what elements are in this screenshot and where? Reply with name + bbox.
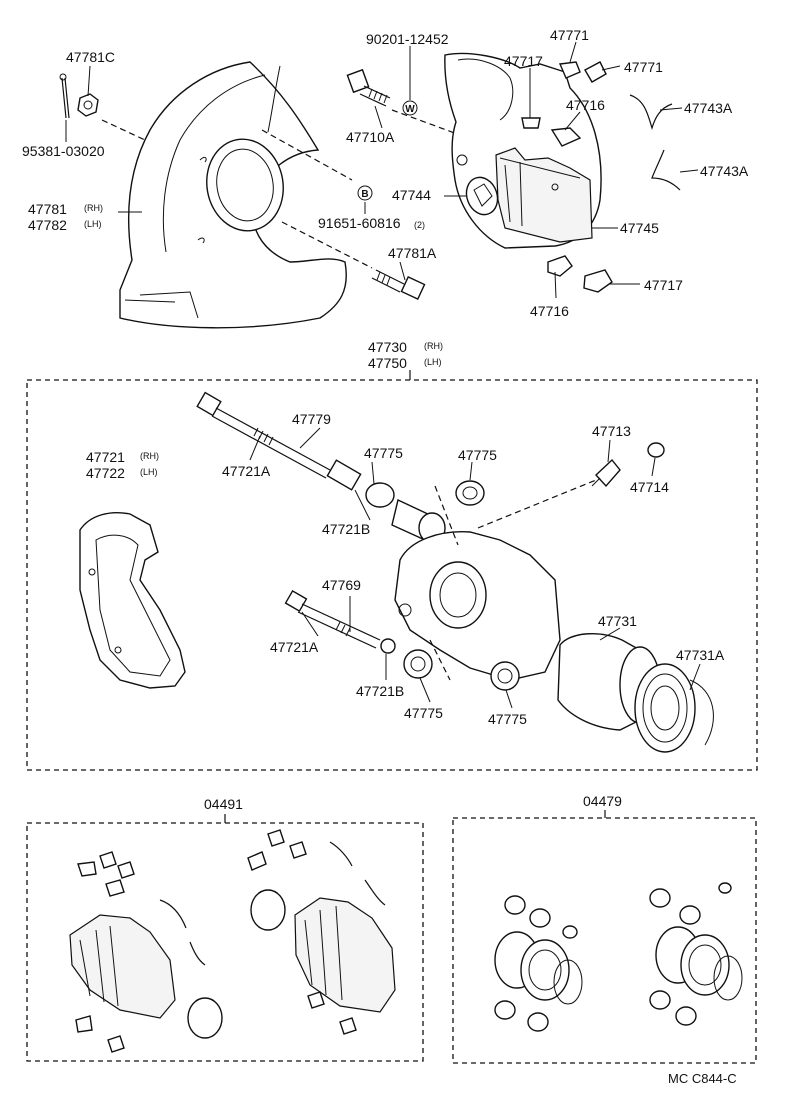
- marker-w-icon: [402, 100, 418, 116]
- label-kit-04479: 04479: [583, 793, 622, 809]
- label-47731a: 47731A: [676, 647, 725, 663]
- bleeder-plug-illustration: [591, 442, 665, 488]
- label-95381-03020: 95381-03020: [22, 143, 105, 159]
- label-91651-60816: 91651-60816: [318, 215, 401, 231]
- caliper-cylinder-illustration: [394, 531, 561, 681]
- label-47730-rh: (RH): [424, 341, 443, 351]
- label-47750: 47750: [368, 355, 407, 371]
- label-47717-top: 47717: [504, 53, 543, 69]
- label-47721: 47721: [86, 449, 125, 465]
- label-47722-lh: (LH): [140, 467, 158, 477]
- dust-cover-illustration: [119, 61, 347, 329]
- label-kit-04491: 04491: [204, 796, 243, 812]
- label-47721a-top: 47721A: [222, 463, 271, 479]
- caliper-assembly-box: [26, 379, 758, 771]
- label-47731: 47731: [598, 613, 637, 629]
- marker-b-icon: [357, 185, 373, 201]
- marker-w-text: W: [405, 104, 415, 115]
- label-47781a: 47781A: [388, 245, 437, 261]
- bushing-47775-top-illustration: [455, 480, 485, 506]
- bolt-47710a-illustration: [346, 68, 391, 107]
- label-47730: 47730: [368, 339, 407, 355]
- label-90201-12452: 90201-12452: [366, 31, 449, 47]
- label-47771-right: 47771: [624, 59, 663, 75]
- label-47713: 47713: [592, 423, 631, 439]
- label-47782-lh: (LH): [84, 219, 102, 229]
- label-47717-bot: 47717: [644, 277, 683, 293]
- bolt-47781a-illustration: [371, 269, 426, 300]
- label-47771-top: 47771: [550, 27, 589, 43]
- label-47781c: 47781C: [66, 49, 115, 65]
- label-47769: 47769: [322, 577, 361, 593]
- label-47722: 47722: [86, 465, 125, 481]
- label-47721b-top: 47721B: [322, 521, 370, 537]
- label-47714: 47714: [630, 479, 669, 495]
- kit-04479-box: [452, 817, 757, 1064]
- nut-47781c-illustration: [77, 93, 99, 117]
- label-47781: 47781: [28, 201, 67, 217]
- label-47721b-bot: 47721B: [356, 683, 404, 699]
- label-47716-top: 47716: [566, 97, 605, 113]
- label-47721-rh: (RH): [140, 451, 159, 461]
- piston-boot-47731a-illustration: [634, 663, 714, 753]
- label-47744: 47744: [392, 187, 431, 203]
- label-47750-lh: (LH): [424, 357, 442, 367]
- label-47775-a: 47775: [364, 445, 403, 461]
- pad-clips-bottom-illustration: [547, 255, 613, 293]
- label-47779: 47779: [292, 411, 331, 427]
- label-47775-d: 47775: [488, 711, 527, 727]
- label-47745: 47745: [620, 220, 659, 236]
- kit-04491-pads-illustration: [69, 829, 396, 1053]
- label-47743a-mid: 47743A: [700, 163, 749, 179]
- slide-pin-long-illustration: [196, 391, 362, 491]
- kit-04479-seals-illustration: [494, 882, 743, 1032]
- label-91651-qty: (2): [414, 220, 425, 230]
- drawing-reference: MC C844-C: [668, 1071, 737, 1086]
- label-47721a-bot: 47721A: [270, 639, 319, 655]
- label-47775-c: 47775: [404, 705, 443, 721]
- label-47710a: 47710A: [346, 129, 395, 145]
- brake-pad-illustration: [495, 147, 593, 243]
- slide-pin-boot-illustration: [365, 482, 446, 544]
- bushing-47775-bottom-illustration: [403, 649, 520, 691]
- label-47743a-top: 47743A: [684, 100, 733, 116]
- marker-b-text: B: [361, 189, 368, 200]
- pad-clips-top-illustration: [521, 61, 681, 191]
- slide-pin-short-illustration: [284, 589, 396, 654]
- caliper-bracket-illustration: [79, 512, 186, 689]
- label-47781-rh: (RH): [84, 203, 103, 213]
- leader-lines: [65, 41, 701, 709]
- cotter-pin-illustration: [59, 73, 70, 119]
- label-47716-bot: 47716: [530, 303, 569, 319]
- label-47775-b: 47775: [458, 447, 497, 463]
- anti-squeal-shim-illustration: [465, 176, 499, 216]
- part-labels: 47781C 95381-03020 47781 (RH) 47782 (LH)…: [22, 27, 749, 1086]
- label-47782: 47782: [28, 217, 67, 233]
